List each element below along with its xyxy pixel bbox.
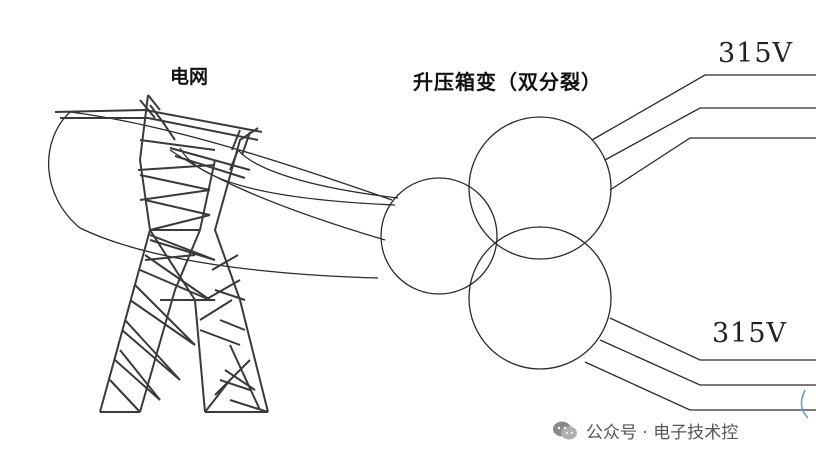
wire-outer-top	[69, 111, 393, 201]
accent-line	[800, 389, 809, 419]
output-top-line-1	[591, 74, 816, 141]
secondary-winding-top-circle	[468, 116, 612, 260]
output-top-line-2	[604, 107, 816, 161]
transmission-tower-icon	[54, 94, 269, 413]
wire-outer	[47, 111, 379, 279]
wire-inner-b	[237, 149, 399, 199]
output-top-line-3	[609, 137, 816, 191]
secondary-winding-bottom-circle	[468, 226, 612, 370]
primary-winding-circle	[380, 177, 498, 295]
output-bottom-line-2	[599, 339, 816, 386]
grid-label: 电网	[170, 66, 209, 88]
voltage-top-label: 315V	[718, 38, 794, 69]
transformer-label: 升压箱变（双分裂）	[413, 70, 602, 94]
watermark-text: 公众号 · 电子技术控	[586, 423, 739, 443]
wechat-icon	[553, 421, 577, 439]
output-bottom-line-1	[609, 317, 816, 361]
output-bottom-line-3	[584, 361, 816, 411]
wire-middle	[169, 149, 386, 241]
voltage-bottom-label: 315V	[712, 318, 788, 349]
watermark: 公众号 · 电子技术控	[552, 418, 738, 443]
